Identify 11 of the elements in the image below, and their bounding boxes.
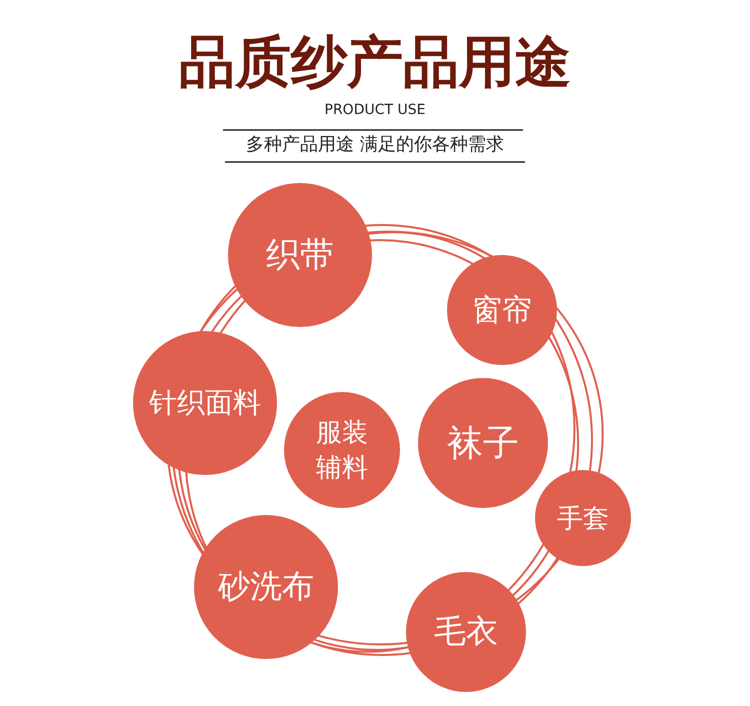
category-label: 窗帘: [472, 292, 532, 330]
category-label: 服装辅料: [315, 417, 369, 485]
tagline: 多种产品用途 满足的你各种需求: [246, 134, 504, 155]
category-label: 毛衣: [434, 611, 498, 652]
category-label: 砂洗布: [218, 566, 314, 607]
category-label: 手套: [557, 502, 609, 536]
category-label: 针织面料: [149, 385, 261, 421]
category-label: 织带: [266, 234, 334, 277]
category-label: 袜子: [447, 422, 519, 466]
page-title: 品质纱产品用途: [179, 30, 571, 95]
subtitle: PRODUCT USE: [324, 102, 426, 118]
